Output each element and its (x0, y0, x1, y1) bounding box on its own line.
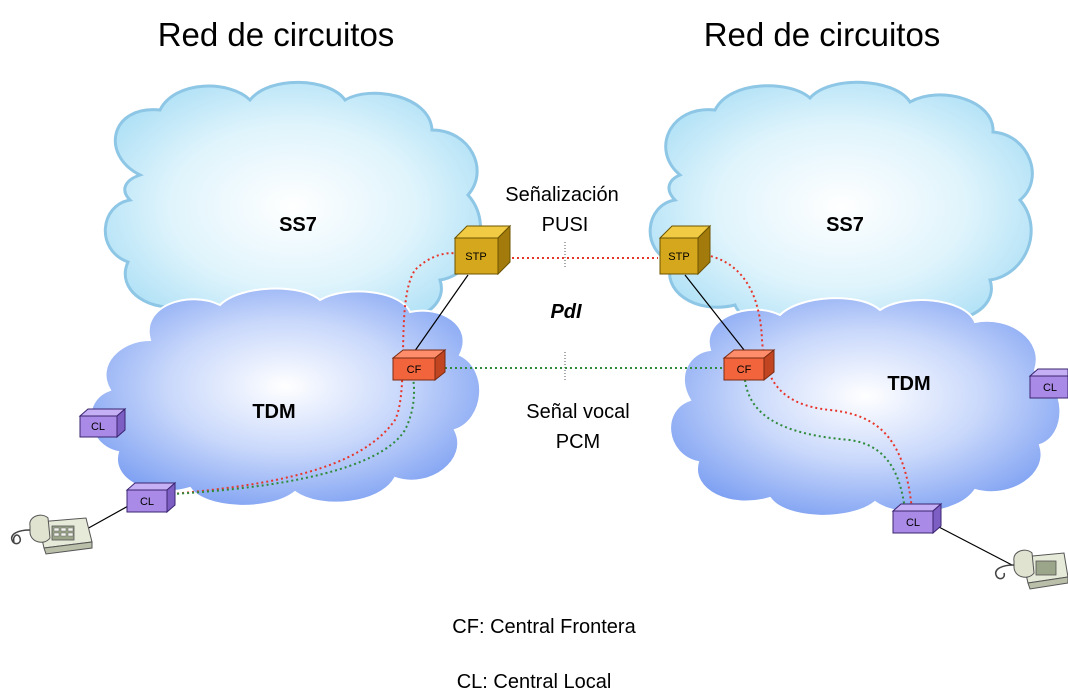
right-edge-cl-node: CL (1028, 368, 1068, 399)
right-cl-label: CL (906, 517, 920, 529)
left-tdm-cloud (89, 287, 482, 507)
left-tdm-label: TDM (252, 401, 295, 423)
left-stp-label: STP (465, 251, 486, 263)
right-stp-node: STP (658, 224, 712, 276)
left-stp-cf-link (411, 274, 469, 356)
left-isolated-cl-node: CL (78, 407, 127, 439)
voice-encoding-label: PCM (556, 431, 600, 453)
right-ss7-cloud (648, 80, 1034, 332)
left-cf-node: CF (391, 348, 447, 382)
signaling-label: Señalización (505, 184, 618, 206)
left-phone-line (84, 504, 131, 531)
left-telephone-icon (10, 514, 93, 555)
right-voice-path (744, 379, 906, 511)
right-stp-label: STP (668, 251, 689, 263)
right-tdm-label: TDM (887, 373, 930, 395)
left-stp-node: STP (453, 224, 512, 276)
left-ss7-label: SS7 (279, 214, 317, 236)
left-cf-label: CF (407, 364, 422, 376)
legend-cl: CL: Central Local (457, 671, 612, 693)
left-cl-label: CL (140, 496, 154, 508)
right-cf-node: CF (722, 348, 776, 382)
left-cl-node: CL (125, 481, 177, 514)
right-edge-cl-label: CL (1043, 382, 1057, 394)
right-telephone-icon (994, 549, 1068, 590)
right-stp-cf-link (684, 274, 749, 356)
left-isolated-cl-label: CL (91, 421, 105, 433)
voice-signal-label: Señal vocal (526, 401, 629, 423)
left-voice-path (171, 377, 415, 495)
left-signaling-path (171, 252, 461, 495)
left-network-title: Red de circuitos (158, 16, 395, 53)
right-phone-line (934, 524, 1013, 566)
right-cf-label: CF (737, 364, 752, 376)
right-cl-node: CL (891, 502, 943, 535)
right-ss7-label: SS7 (826, 214, 864, 236)
legend-cf: CF: Central Frontera (452, 616, 636, 638)
interconnection-point-label: PdI (550, 301, 582, 323)
right-signaling-path (705, 254, 913, 511)
signaling-protocol-label: PUSI (542, 214, 589, 236)
right-network-title: Red de circuitos (704, 16, 941, 53)
